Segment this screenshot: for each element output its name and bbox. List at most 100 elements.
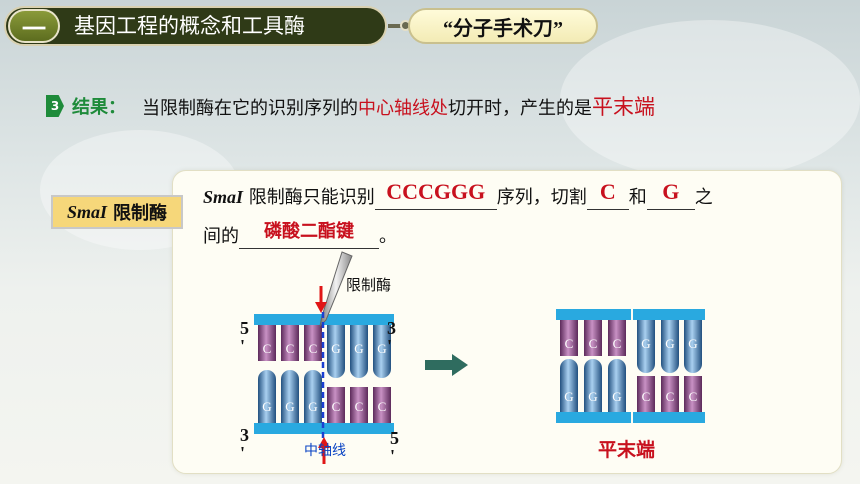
base-g: [560, 359, 578, 412]
base-letter: G: [665, 336, 674, 351]
base-c: [373, 387, 391, 423]
prime-mark: ': [387, 336, 393, 356]
base-letter: C: [286, 341, 295, 356]
result-label: 结果：: [72, 97, 126, 118]
base-g: [637, 320, 655, 373]
result-text-part-1: 当限制酶在它的识别序列的: [142, 98, 358, 119]
cut-arrow-top-icon: [315, 286, 327, 313]
right-bottom-bases: [560, 359, 702, 412]
answer-sequence: CCCGGG: [386, 179, 486, 204]
right-frag-1-top-backbone: [556, 309, 631, 320]
base-c: [258, 325, 276, 361]
base-g: [327, 325, 345, 378]
sentence-2-part-1: 间的: [203, 226, 239, 247]
prime-number: 5: [240, 318, 249, 338]
section-subtitle: “分子手术刀”: [408, 8, 598, 44]
base-letter: C: [642, 389, 651, 404]
blank-c: C: [586, 179, 629, 210]
right-frag-1-bottom-backbone: [556, 412, 631, 423]
base-letter: C: [332, 399, 341, 414]
right-top-bases: [560, 320, 702, 373]
prime-number: 5: [390, 428, 399, 448]
right-frag-2-top-backbone: [633, 309, 705, 320]
strand-bottom-left-3prime: 3': [240, 426, 249, 462]
left-bottom-backbone: [254, 423, 394, 434]
result-highlight-axis: 中心轴线处: [358, 98, 448, 119]
right-frag-2-bottom-backbone: [633, 412, 705, 423]
section-title-bar: [4, 6, 387, 46]
blank-g: G: [646, 179, 695, 210]
result-text-part-2: 切开时，产生的是: [448, 98, 592, 119]
base-c: [684, 376, 702, 412]
result-line: 3 结果： 当限制酶在它的识别序列的中心轴线处切开时，产生的是平末端: [46, 92, 655, 120]
sentence-1-part-2: 序列，切割: [496, 187, 587, 208]
blank-sequence: CCCGGG: [374, 179, 497, 210]
sentence-1-part-1: 限制酶只能识别: [243, 187, 375, 208]
base-c: [327, 387, 345, 423]
answer-c: C: [599, 179, 616, 204]
prime-number: 3: [240, 425, 249, 445]
base-letter: C: [263, 341, 272, 356]
base-letter: C: [613, 336, 622, 351]
strand-bottom-right-5prime: 5': [390, 429, 399, 465]
enzyme-name: SmaI: [203, 187, 244, 207]
base-letter: C: [309, 341, 318, 356]
base-letter: G: [612, 389, 621, 404]
base-letter: C: [666, 389, 675, 404]
section-title: 基因工程的概念和工具酶: [74, 14, 305, 38]
base-letter: C: [589, 336, 598, 351]
base-letter: G: [377, 341, 386, 356]
base-c: [560, 320, 578, 356]
base-c: [584, 320, 602, 356]
base-letter: C: [355, 399, 364, 414]
base-g: [258, 370, 276, 423]
left-top-bases: [258, 325, 391, 378]
base-g: [661, 320, 679, 373]
dna-cut-diagram: C C C G G G G G G C C C: [254, 251, 705, 464]
right-base-letters: C C C G G G G G G C C C: [564, 336, 697, 404]
base-c: [304, 325, 322, 361]
base-letter: G: [688, 336, 697, 351]
central-axis-label: 中轴线: [304, 443, 346, 459]
base-letter: G: [588, 389, 597, 404]
left-bottom-bases: [258, 370, 391, 423]
base-letter: G: [641, 336, 650, 351]
base-letter: C: [689, 389, 698, 404]
base-g: [584, 359, 602, 412]
header-connector: [388, 24, 410, 28]
cut-arrow-bottom-icon: [318, 437, 330, 464]
base-c: [637, 376, 655, 412]
base-letter: C: [565, 336, 574, 351]
strand-top-right-3prime: 3': [387, 319, 396, 355]
enzyme-label: 限制酶: [346, 276, 392, 294]
base-c: [350, 387, 368, 423]
prime-number: 3: [387, 318, 396, 338]
sentence-2-part-2: 。: [379, 226, 397, 247]
base-c: [608, 320, 626, 356]
base-letter: G: [285, 399, 294, 414]
transition-arrow-icon: [425, 354, 468, 376]
base-g: [304, 370, 322, 423]
base-c: [281, 325, 299, 361]
left-base-letters: C C C G G G G G G C C C: [262, 341, 386, 414]
section-number-badge: 一: [8, 9, 60, 43]
smai-tag-text: 限制酶: [113, 203, 168, 224]
base-g: [684, 320, 702, 373]
prime-mark: ': [240, 443, 246, 463]
blunt-end-label: 平末端: [598, 439, 656, 461]
base-letter: G: [354, 341, 363, 356]
base-letter: G: [262, 399, 271, 414]
result-text: 当限制酶在它的识别序列的中心轴线处切开时，产生的是平末端: [142, 91, 655, 121]
base-letter: C: [378, 399, 387, 414]
section-header: 一 基因工程的概念和工具酶 “分子手术刀”: [0, 0, 860, 52]
base-letter: G: [308, 399, 317, 414]
step-badge: 3: [46, 95, 64, 117]
sentence-1-part-3: 和: [628, 187, 647, 208]
prime-mark: ': [240, 336, 246, 356]
base-letter: G: [564, 389, 573, 404]
base-c: [661, 376, 679, 412]
prime-mark: ': [390, 446, 396, 466]
answer-bond: 磷酸二酯键: [264, 221, 354, 242]
